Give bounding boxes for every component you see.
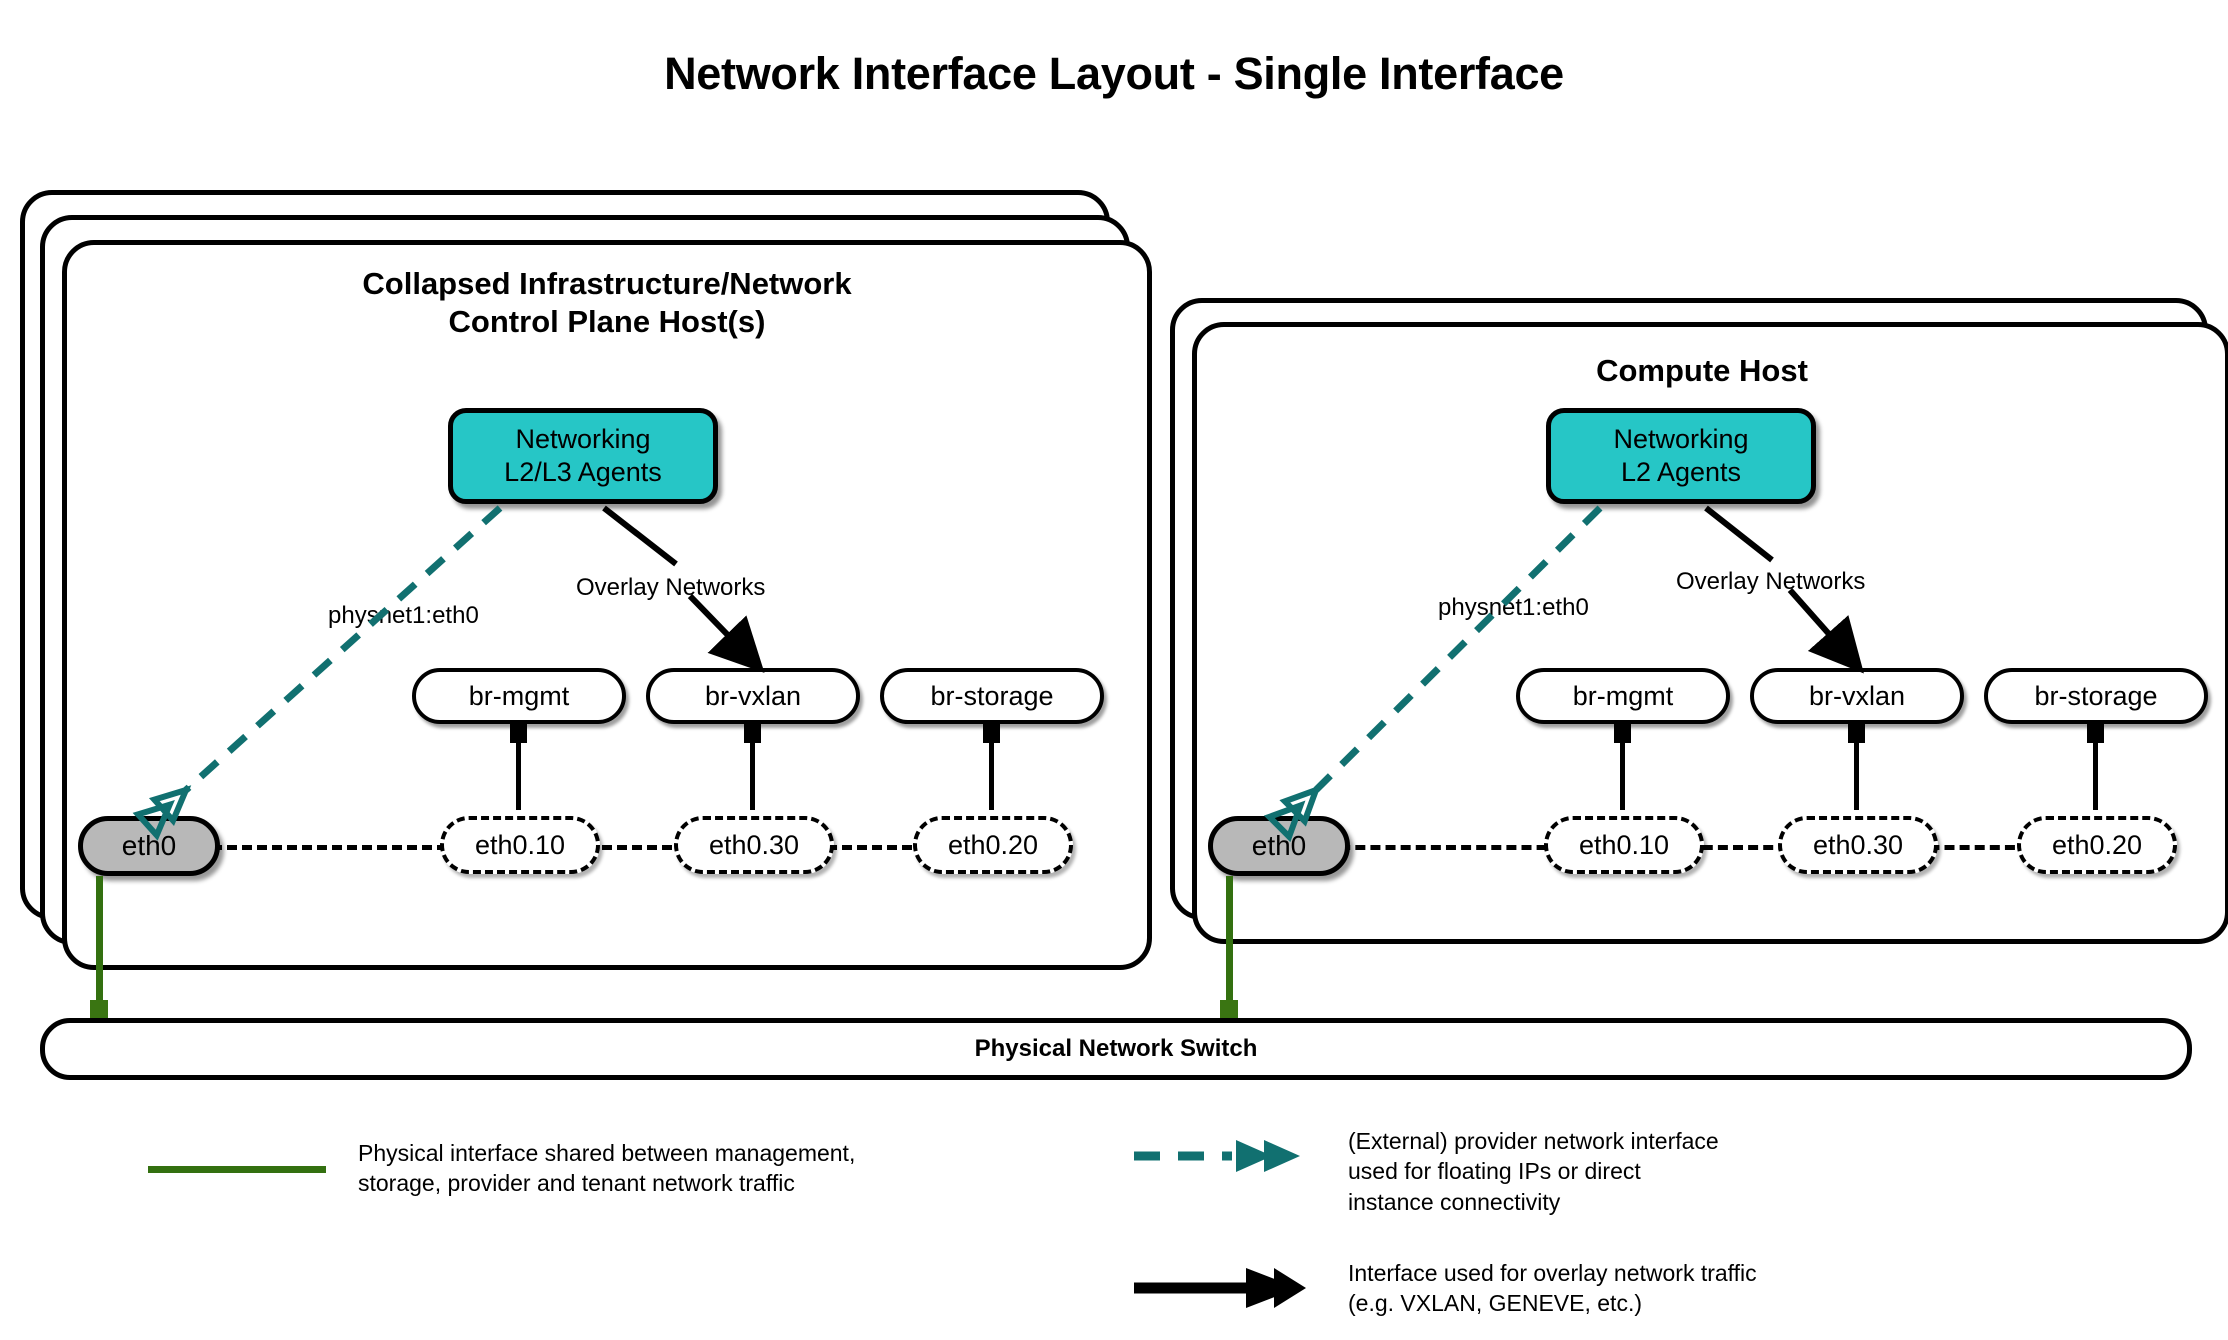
overlay-edge-label-compute: Overlay Networks xyxy=(1676,568,1866,595)
agent-box-compute[interactable]: Networking L2 Agents xyxy=(1546,408,1816,504)
vlan-trunk-line-control-plane xyxy=(212,845,1062,850)
bridge-nub xyxy=(983,723,1000,743)
vlan-eth0-30-control-plane[interactable]: eth0.30 xyxy=(674,816,834,874)
nic-eth0-compute[interactable]: eth0 xyxy=(1208,816,1350,876)
bridge-vlan-stem xyxy=(750,740,755,810)
legend-overlay-network-text: Interface used for overlay network traff… xyxy=(1348,1260,1757,1317)
bridge-nub xyxy=(1848,723,1865,743)
vlan-eth0-10-control-plane[interactable]: eth0.10 xyxy=(440,816,600,874)
bridge-vlan-stem xyxy=(2093,740,2098,810)
bridge-nub xyxy=(1614,723,1631,743)
bridge-vlan-stem xyxy=(1620,740,1625,810)
physical-link-control-plane xyxy=(96,876,103,1020)
bridge-br-storage-control-plane[interactable]: br-storage xyxy=(880,668,1104,724)
agent-box-control-plane[interactable]: Networking L2/L3 Agents xyxy=(448,408,718,504)
provider-edge-label-control-plane: physnet1:eth0 xyxy=(328,602,479,629)
bridge-br-storage-compute[interactable]: br-storage xyxy=(1984,668,2208,724)
legend-physical-line-icon xyxy=(148,1166,326,1173)
overlay-edge-label-control-plane: Overlay Networks xyxy=(576,574,766,601)
bridge-nub xyxy=(2087,723,2104,743)
bridge-vlan-stem xyxy=(989,740,994,810)
host-title-control-plane: Collapsed Infrastructure/Network Control… xyxy=(362,266,852,339)
legend-overlay-arrow-icon xyxy=(1134,1268,1306,1308)
physical-network-switch[interactable]: Physical Network Switch xyxy=(40,1018,2192,1080)
bridge-nub xyxy=(744,723,761,743)
provider-edge-label-compute: physnet1:eth0 xyxy=(1438,594,1589,621)
bridge-vlan-stem xyxy=(516,740,521,810)
bridge-vlan-stem xyxy=(1854,740,1859,810)
bridge-br-vxlan-compute[interactable]: br-vxlan xyxy=(1750,668,1964,724)
nic-eth0-control-plane[interactable]: eth0 xyxy=(78,816,220,876)
legend-provider-arrow-icon xyxy=(1134,1140,1300,1172)
vlan-eth0-10-compute[interactable]: eth0.10 xyxy=(1544,816,1704,874)
vlan-eth0-30-compute[interactable]: eth0.30 xyxy=(1778,816,1938,874)
vlan-eth0-20-control-plane[interactable]: eth0.20 xyxy=(913,816,1073,874)
physical-link-compute xyxy=(1226,876,1233,1020)
bridge-br-mgmt-compute[interactable]: br-mgmt xyxy=(1516,668,1730,724)
legend-physical-interface-text: Physical interface shared between manage… xyxy=(358,1140,856,1197)
bridge-br-mgmt-control-plane[interactable]: br-mgmt xyxy=(412,668,626,724)
page-title: Network Interface Layout - Single Interf… xyxy=(664,48,1564,99)
bridge-br-vxlan-control-plane[interactable]: br-vxlan xyxy=(646,668,860,724)
host-title-compute: Compute Host xyxy=(1596,353,1808,388)
legend-provider-network-text: (External) provider network interface us… xyxy=(1348,1128,1719,1215)
vlan-eth0-20-compute[interactable]: eth0.20 xyxy=(2017,816,2177,874)
bridge-nub xyxy=(510,723,527,743)
switch-label: Physical Network Switch xyxy=(974,1035,1258,1062)
vlan-trunk-line-compute xyxy=(1310,845,2166,850)
